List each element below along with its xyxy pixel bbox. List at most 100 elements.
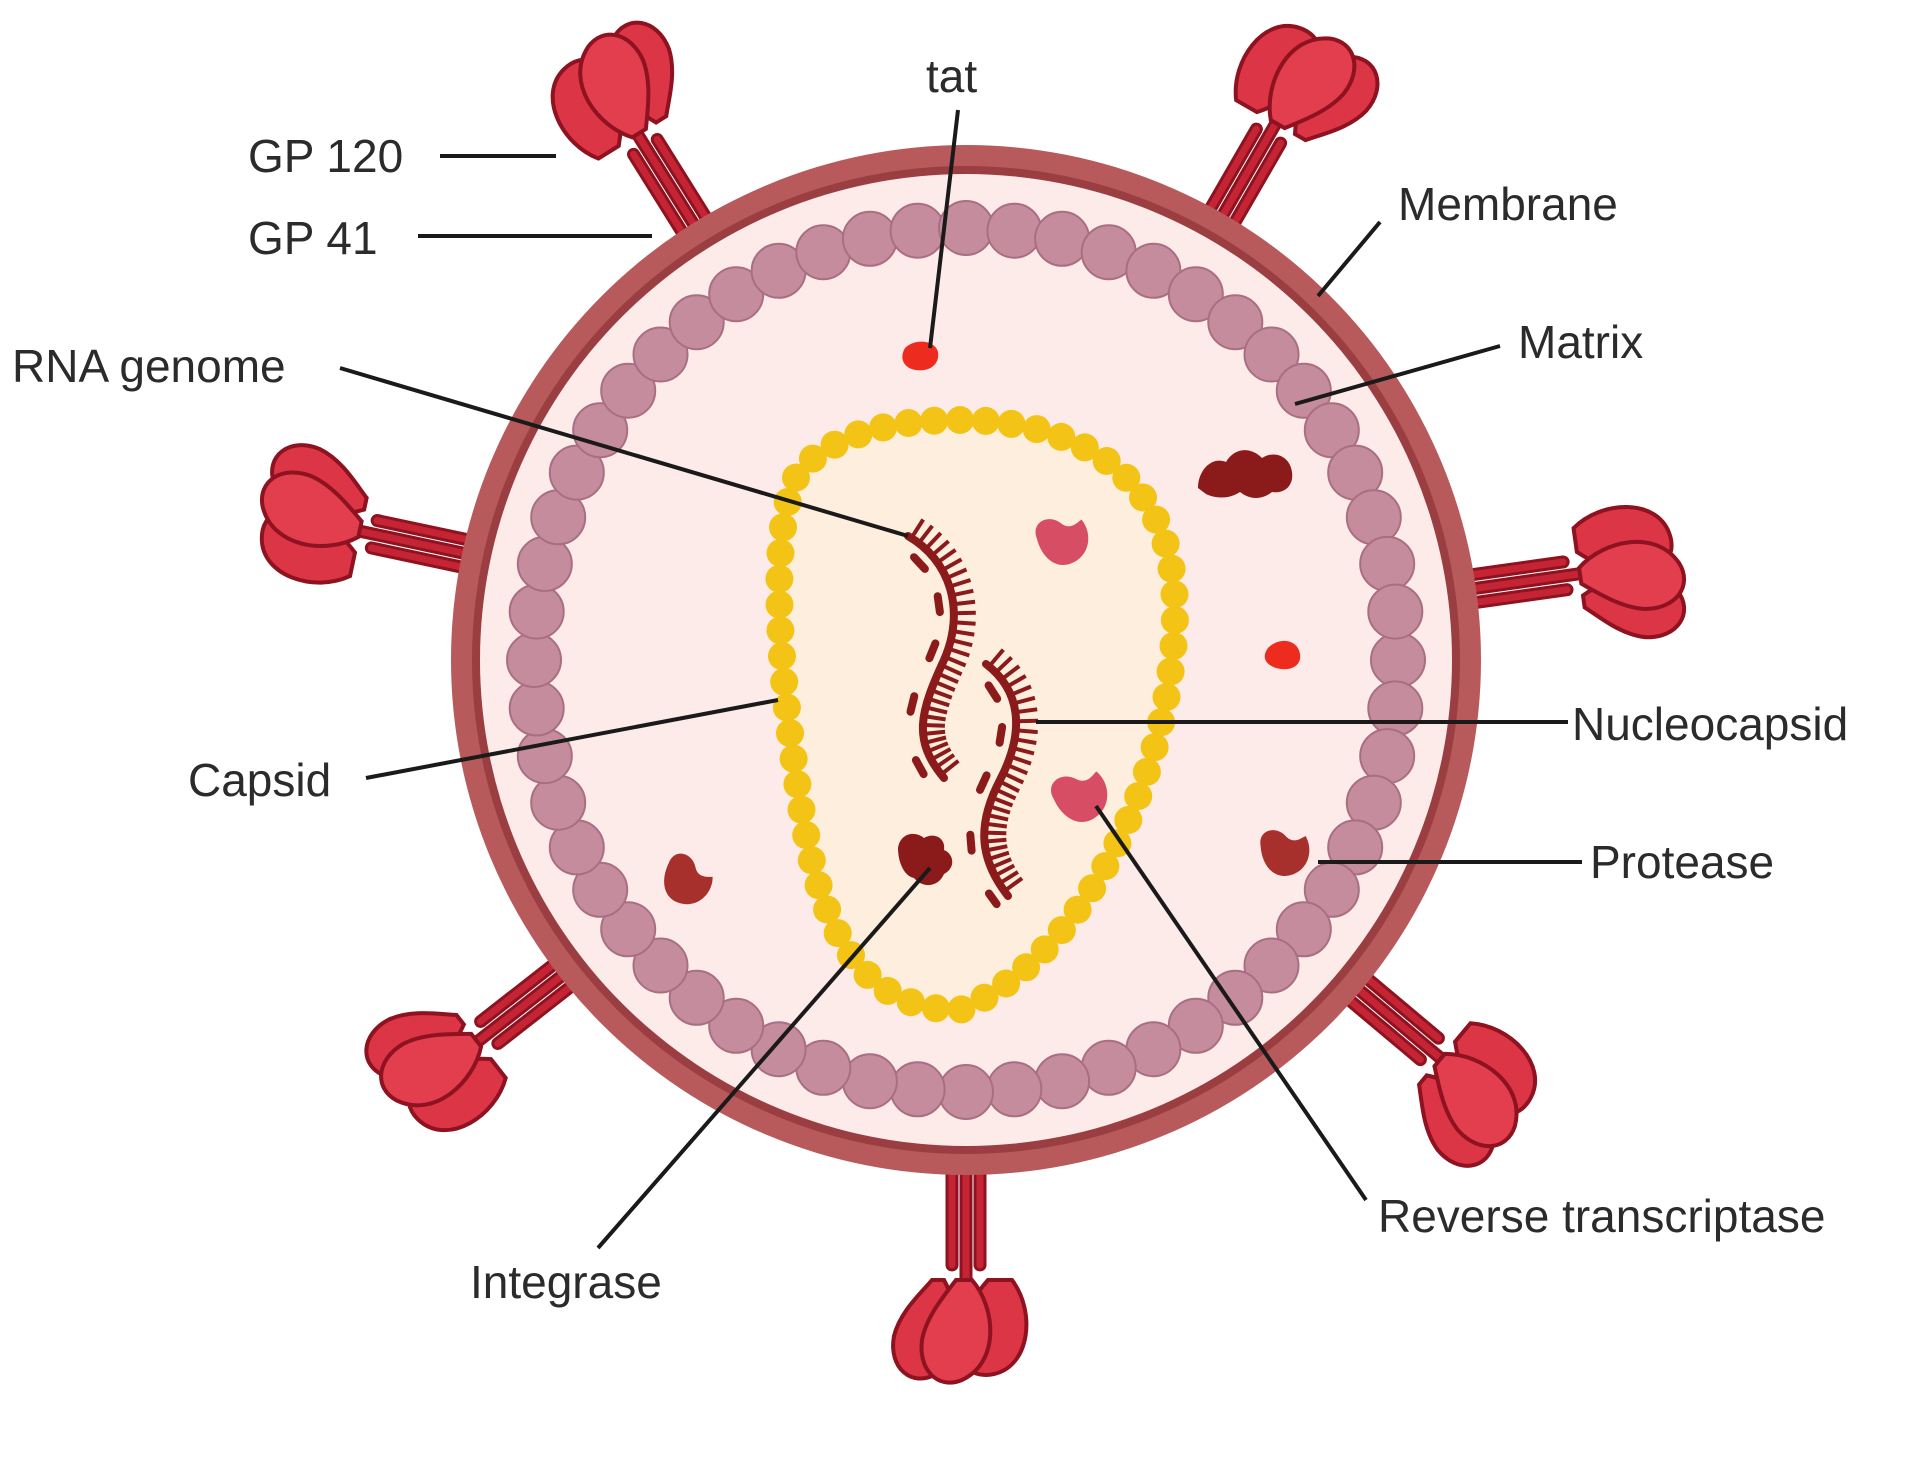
capsid-bead	[804, 871, 833, 900]
matrix-bead	[632, 937, 689, 994]
capsid-bead	[1078, 874, 1107, 903]
capsid-bead	[1022, 415, 1051, 444]
capsid-bead	[823, 919, 852, 948]
rna-base	[909, 518, 925, 540]
rna-base	[925, 705, 948, 715]
capsid-bead	[1160, 606, 1189, 635]
matrix-bead	[572, 861, 629, 918]
capsid-bead	[782, 463, 810, 492]
capsid-bead	[1160, 580, 1189, 609]
matrix-ring	[506, 200, 1426, 1120]
leader-lines	[339, 109, 1582, 1250]
matrix-bead	[1367, 583, 1424, 640]
matrix-bead	[889, 1061, 946, 1118]
capsid-bead	[783, 770, 812, 799]
capsid-bead	[1152, 683, 1181, 711]
rna-base	[990, 857, 1012, 870]
leader-capsid	[365, 698, 779, 780]
matrix-bead	[516, 728, 573, 785]
label-gp120: GP 120	[248, 130, 403, 182]
rna-base	[998, 870, 1019, 886]
capsid-bead	[869, 413, 898, 442]
matrix-bead	[841, 1053, 898, 1110]
capsid-bead	[1114, 806, 1143, 834]
label-membrane: Membrane	[1398, 178, 1618, 230]
matrix-bead	[516, 535, 573, 592]
capsid-bead	[853, 960, 882, 989]
matrix-bead	[1034, 1053, 1091, 1110]
capsid-bead	[779, 744, 808, 773]
label-integrase: Integrase	[470, 1256, 662, 1308]
rna-base	[924, 531, 943, 551]
capsid-bead	[1151, 529, 1180, 558]
capsid-bead	[770, 667, 799, 696]
matrix-bead	[530, 774, 587, 831]
capsid-bead	[787, 795, 816, 824]
rna-base	[984, 821, 1008, 829]
rna-base	[986, 812, 1009, 822]
matrix-bead	[508, 680, 565, 737]
rna-base	[926, 741, 949, 754]
capsid-bead	[1030, 935, 1059, 964]
matrix-bead	[1370, 632, 1426, 688]
capsid-bead	[873, 976, 902, 1005]
rna-base	[944, 655, 967, 668]
rna-base	[987, 648, 1005, 668]
rna-base	[922, 723, 945, 728]
rna-base	[923, 714, 946, 722]
capsid-bead	[921, 994, 950, 1023]
rna-base	[1012, 745, 1035, 756]
rna-base	[993, 863, 1016, 878]
matrix-bead	[1080, 1039, 1137, 1096]
capsid-bead	[820, 430, 849, 459]
capsid-bead	[1063, 895, 1092, 924]
integrase-protein	[898, 833, 953, 886]
rna-base	[1005, 674, 1027, 689]
capsid-bead	[798, 444, 827, 473]
capsid-bead	[992, 969, 1021, 998]
matrix-bead	[795, 224, 852, 281]
matrix-bead	[668, 294, 725, 351]
matrix-bead	[1167, 266, 1224, 323]
capsid-core	[779, 420, 1175, 1010]
capsid-bead	[1156, 657, 1185, 686]
nucleocapsid-protein	[911, 756, 928, 779]
rna-base	[947, 646, 970, 658]
label-tat: tat	[926, 50, 977, 102]
capsid-bead	[1112, 463, 1141, 492]
rna-base	[1013, 695, 1036, 706]
matrix-bead	[1125, 242, 1182, 299]
rna-base	[998, 779, 1020, 793]
rna-base	[930, 539, 950, 558]
rna-base	[948, 578, 972, 589]
label-rna-genome: RNA genome	[12, 340, 286, 392]
matrix-bead	[708, 997, 765, 1054]
rna-base	[933, 679, 956, 692]
rna-base	[924, 735, 947, 745]
capsid-bead	[1012, 953, 1041, 982]
matrix-bead	[938, 1064, 994, 1120]
capsid-bead	[844, 420, 873, 449]
rna-base	[1000, 664, 1021, 681]
matrix-bead	[600, 362, 657, 419]
capsid-bead	[1142, 505, 1171, 534]
capsid-bead	[894, 409, 923, 437]
rna-base	[930, 688, 953, 700]
nucleocapsid-protein	[933, 592, 944, 617]
capsid-bead	[797, 846, 826, 875]
rna-base	[1003, 876, 1024, 893]
rna-base	[930, 747, 952, 762]
capsid-bead	[772, 693, 801, 722]
rna-base	[927, 696, 950, 708]
matrix-bead	[632, 326, 689, 383]
matrix-bead	[1275, 901, 1332, 958]
rna-base	[941, 557, 963, 572]
capsid-bead	[1091, 852, 1120, 881]
rna-base	[1002, 771, 1025, 785]
capsid-bead	[1092, 447, 1121, 475]
rna-base	[1009, 684, 1032, 697]
capsid-bead	[768, 642, 796, 671]
capsid-bead	[970, 983, 999, 1012]
leader-tat	[928, 109, 960, 349]
